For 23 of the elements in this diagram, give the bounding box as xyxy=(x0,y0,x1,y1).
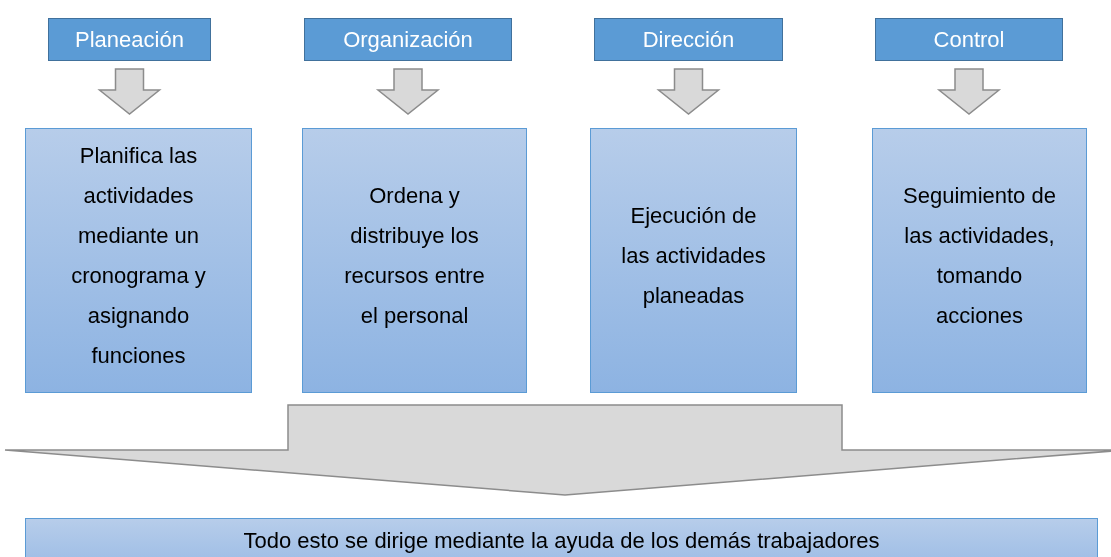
block-arrow xyxy=(375,68,441,115)
description-box xyxy=(872,128,1087,393)
block-arrow xyxy=(4,404,1111,496)
description-box xyxy=(25,128,252,393)
header-box xyxy=(304,18,512,61)
header-box xyxy=(875,18,1063,61)
box-text: Ordena y distribuye los recursos entre el personal xyxy=(343,181,486,330)
block-arrow xyxy=(936,68,1002,115)
box-text: Seguimiento de las actividades, tomando acciones xyxy=(902,181,1057,330)
box-text: Planifica las actividades mediante un cronograma y asignando funciones xyxy=(70,141,207,370)
summary-box xyxy=(25,518,1098,557)
box-text: Ejecución de las actividades planeadas xyxy=(620,201,767,310)
box-text: Todo esto se dirige mediante la ayuda de los demás trabajadores xyxy=(243,527,880,554)
box-text: Dirección xyxy=(642,26,735,53)
box-text: Organización xyxy=(343,26,473,53)
header-box xyxy=(594,18,783,61)
header-box xyxy=(48,18,211,61)
box-text: Planeación xyxy=(75,26,184,53)
box-text: Control xyxy=(933,26,1005,53)
description-box xyxy=(590,128,797,393)
description-box xyxy=(302,128,527,393)
block-arrow xyxy=(656,68,721,115)
block-arrow xyxy=(97,68,162,115)
